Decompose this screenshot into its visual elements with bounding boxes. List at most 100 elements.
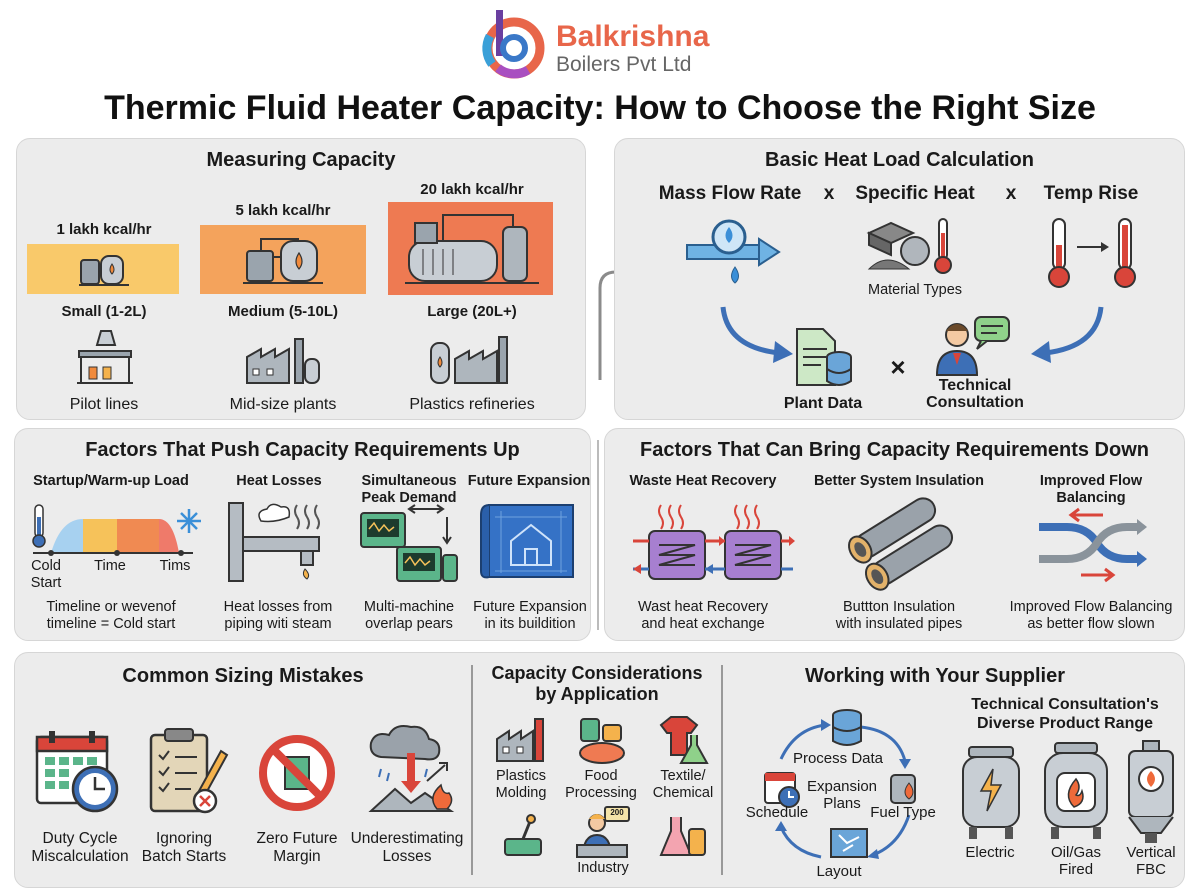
industry-badge: 200 <box>610 808 624 817</box>
warmup-timeline-chart <box>32 504 201 556</box>
small-boiler-icon <box>79 255 129 286</box>
product-oil-gas: Oil/Gas Fired <box>1050 844 1101 878</box>
calendar-clock-icon <box>35 731 119 813</box>
consultant-icon <box>935 316 1010 376</box>
bottom-divider-2 <box>721 665 723 875</box>
measuring-capacity-panel: Measuring Capacity 1 lakh kcal/hr 5 lakh… <box>16 138 586 420</box>
heat-losses-caption: Heat losses from piping witi steam <box>223 599 333 632</box>
app-food-processing: Food Processing <box>565 768 637 801</box>
electric-heater-icon <box>962 746 1020 839</box>
applications-title: Capacity Considerations by Application <box>491 663 703 704</box>
waste-heat-caption: Wast heat Recovery and heat exchange <box>637 599 768 632</box>
app-plastics-molding: Plastics Molding <box>495 768 547 801</box>
process-cycle-diagram <box>764 709 916 859</box>
mistakes-title: Common Sizing Mistakes <box>122 665 364 687</box>
insulated-pipes-icon <box>848 497 954 591</box>
product-vertical-fbc: Vertical FBC <box>1126 844 1176 878</box>
term-specific-heat: Specific Heat <box>855 183 975 204</box>
large-boiler-icon <box>405 214 539 284</box>
middle-divider <box>597 440 599 630</box>
brand-logo <box>482 10 545 79</box>
measuring-capacity-title: Measuring Capacity <box>206 149 396 171</box>
operator-1: x <box>823 183 835 204</box>
heat-exchanger-icon <box>633 504 795 580</box>
insulation-heading: Better System Insulation <box>813 473 984 489</box>
page-title: Thermic Fluid Heater Capacity: How to Ch… <box>104 89 1096 127</box>
tier-small-capacity: 1 lakh kcal/hr <box>56 221 152 238</box>
tier-large-capacity: 20 lakh kcal/hr <box>420 181 524 198</box>
bottom-divider-1 <box>471 665 473 875</box>
factors-up-title: Factors That Push Capacity Requirements … <box>85 439 520 461</box>
mistake-zero-margin: Zero Future Margin <box>256 830 338 865</box>
plant-data-icon <box>796 328 852 386</box>
peak-demand-caption: Multi-machine overlap pears <box>363 599 455 632</box>
plastics-molding-icon <box>496 718 544 762</box>
blueprint-icon <box>480 504 574 579</box>
oil-gas-heater-icon <box>1044 742 1108 839</box>
app-textile-chemical: Textile/ Chemical <box>652 768 714 801</box>
checklist-pencil-icon <box>149 728 229 814</box>
tier-large-use: Plastics refineries <box>409 396 535 413</box>
times-symbol: × <box>890 352 906 382</box>
peak-demand-heading: Simultaneous Peak Demand <box>361 473 457 506</box>
industry-lever-icon <box>504 814 542 856</box>
app-industry: Industry <box>577 860 629 876</box>
cold-start-label: Cold Start <box>30 558 62 591</box>
temp-rise-icon <box>1048 218 1136 288</box>
tier-small-size: Small (1-2L) <box>61 303 147 320</box>
waste-heat-heading: Waste Heat Recovery <box>629 473 777 489</box>
factors-up-panel: Factors That Push Capacity Requirements … <box>14 428 591 641</box>
multi-machine-icon <box>360 504 458 582</box>
industry-worker-icon <box>576 806 630 858</box>
vertical-fbc-icon <box>1128 740 1174 843</box>
future-expansion-caption: Future Expansion in its buildition <box>473 599 587 632</box>
consultation-label: Technical Consultation <box>926 377 1024 411</box>
pilot-line-icon <box>77 330 133 384</box>
startup-heading: Startup/Warm-up Load <box>33 473 189 489</box>
textile-chemical-icon <box>659 716 709 764</box>
heat-load-title: Basic Heat Load Calculation <box>765 149 1034 171</box>
brand-subtitle: Boilers Pvt Ltd <box>556 53 692 76</box>
tier-medium-use: Mid-size plants <box>229 396 337 413</box>
piping-steam-icon <box>228 502 320 582</box>
cycle-expansion-plans: Expansion Plans <box>806 778 878 812</box>
supplier-title: Working with Your Supplier <box>804 665 1065 687</box>
time-label: Time <box>94 558 126 574</box>
material-types-label: Material Types <box>867 282 963 298</box>
operator-2: x <box>1005 183 1017 204</box>
term-temp-rise: Temp Rise <box>1043 183 1139 204</box>
mistake-batch-starts: Ignoring Batch Starts <box>141 830 227 865</box>
flow-balancing-caption: Improved Flow Balancing as better flow s… <box>1009 599 1173 632</box>
tier-small-use: Pilot lines <box>69 396 139 413</box>
tier-medium-capacity: 5 lakh kcal/hr <box>235 202 331 219</box>
factors-down-panel: Factors That Can Bring Capacity Requirem… <box>604 428 1185 641</box>
mistake-duty-cycle: Duty Cycle Miscalculation <box>31 830 129 865</box>
lab-flask-icon <box>659 817 706 856</box>
cycle-schedule: Schedule <box>745 804 809 821</box>
plastics-refinery-icon <box>430 336 508 384</box>
tims-label: Tims <box>159 558 191 574</box>
mistake-underestimating: Underestimating Losses <box>350 830 464 865</box>
losses-cloud-icon <box>368 725 455 812</box>
cycle-process-data: Process Data <box>792 750 884 767</box>
mid-size-plant-icon <box>246 338 320 384</box>
tier-large-size: Large (20L+) <box>427 303 517 320</box>
plant-data-label: Plant Data <box>783 395 863 412</box>
tier-medium-size: Medium (5-10L) <box>227 303 338 320</box>
bottom-panel: Common Sizing Mistakes Duty Cycle Miscal… <box>14 652 1185 888</box>
heat-load-panel: Basic Heat Load Calculation Mass Flow Ra… <box>614 138 1185 420</box>
supplier-subtitle: Technical Consultation's Diverse Product… <box>971 696 1159 732</box>
flow-arrow-right <box>1031 306 1104 363</box>
medium-boiler-icon <box>243 238 323 284</box>
food-processing-icon <box>579 718 625 764</box>
brand-name: Balkrishna <box>556 20 710 53</box>
future-expansion-heading: Future Expansion <box>467 473 591 489</box>
cycle-layout: Layout <box>816 863 862 880</box>
flow-balancing-heading: Improved Flow Balancing <box>1039 473 1143 506</box>
heat-losses-heading: Heat Losses <box>236 473 322 489</box>
mass-flow-icon <box>686 219 781 284</box>
flow-arrow-left <box>720 306 793 363</box>
cycle-fuel-type: Fuel Type <box>870 804 936 821</box>
no-margin-icon <box>259 735 335 811</box>
flow-balancing-icon <box>1039 507 1147 583</box>
